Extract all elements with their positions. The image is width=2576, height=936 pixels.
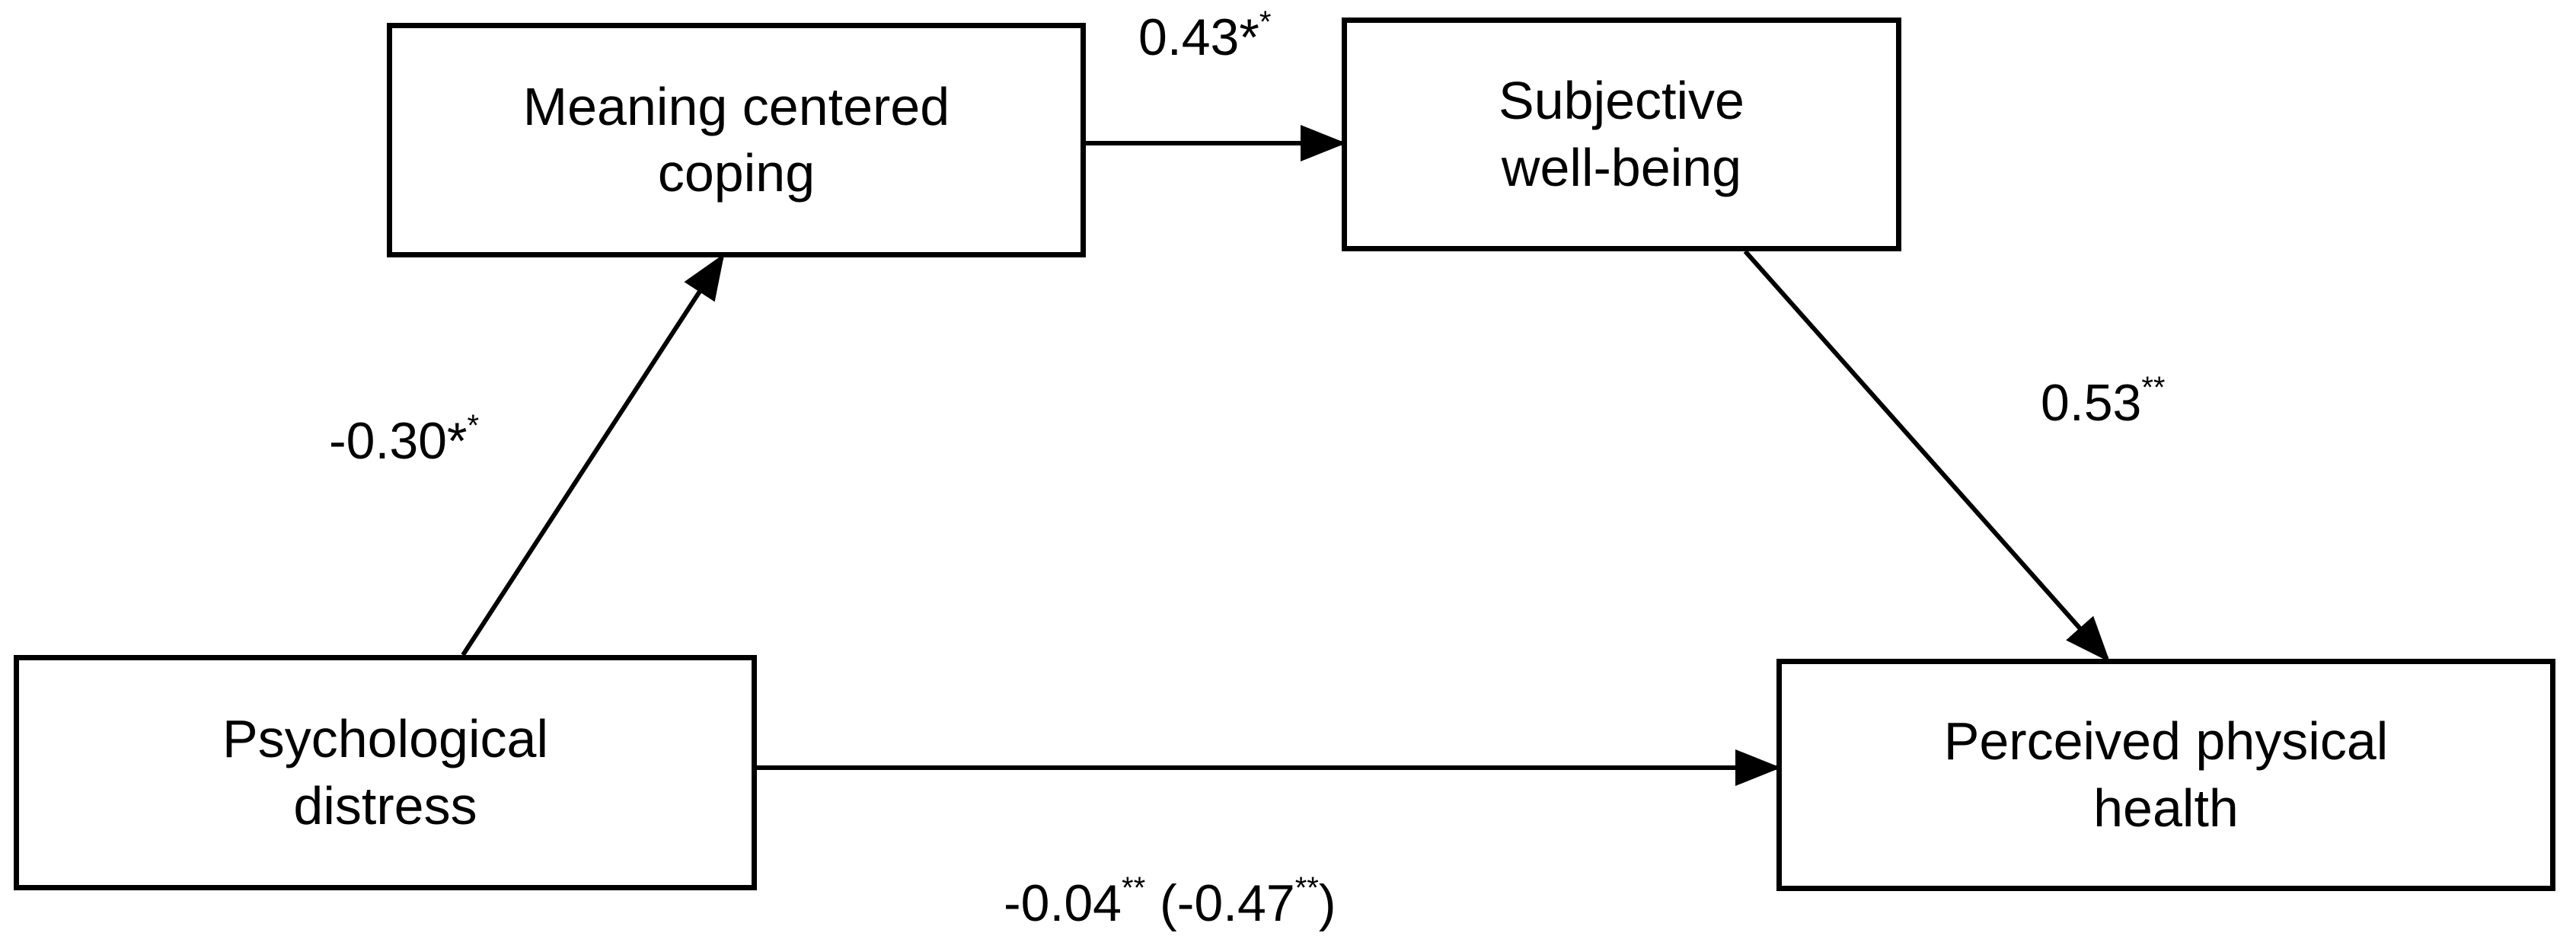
coefficient-value: -0.30	[329, 412, 447, 470]
node-meaning-centered-coping: Meaning centered coping	[387, 23, 1086, 257]
edge-label-coping-to-wellbeing: 0.43**	[1138, 7, 1271, 66]
node-subjective-well-being: Subjective well-being	[1342, 18, 1901, 251]
node-label-line: distress	[293, 775, 477, 835]
coefficient-value: -0.04	[1004, 874, 1122, 932]
node-label-line: Meaning centered	[522, 76, 950, 136]
significance-marker: **	[2141, 371, 2166, 404]
node-label-line: Psychological	[222, 709, 548, 768]
node-label-line: coping	[657, 143, 816, 203]
edge-label-wellbeing-to-health: 0.53**	[2041, 372, 2166, 432]
significance-marker: **	[1122, 871, 1146, 905]
paren-open: (	[1145, 874, 1177, 932]
coefficient-value: 0.53	[2041, 374, 2142, 432]
node-label-line: Subjective	[1499, 71, 1744, 130]
node-label-line: health	[2093, 778, 2239, 838]
node-label-line: Perceived physical	[1943, 711, 2389, 771]
coefficient-value: 0.43	[1138, 8, 1240, 66]
significance-marker: **	[1294, 871, 1319, 905]
significance-marker: *	[467, 409, 480, 442]
node-label-line: well-being	[1501, 137, 1742, 197]
significance-marker: *	[1259, 5, 1272, 39]
edge-label-distress-to-coping: -0.30**	[329, 410, 479, 470]
node-perceived-physical-health: Perceived physical health	[1776, 659, 2555, 891]
edge-label-distress-to-health: -0.04** (-0.47**)	[1004, 873, 1336, 932]
arrow-distress-to-coping	[461, 253, 725, 656]
total-effect-value: -0.47	[1176, 874, 1295, 932]
arrow-wellbeing-to-health	[1743, 250, 2110, 663]
significance-marker: *	[1239, 8, 1259, 66]
paren-close: )	[1318, 874, 1336, 932]
node-psychological-distress: Psychological distress	[14, 655, 757, 890]
significance-marker: *	[447, 412, 468, 470]
